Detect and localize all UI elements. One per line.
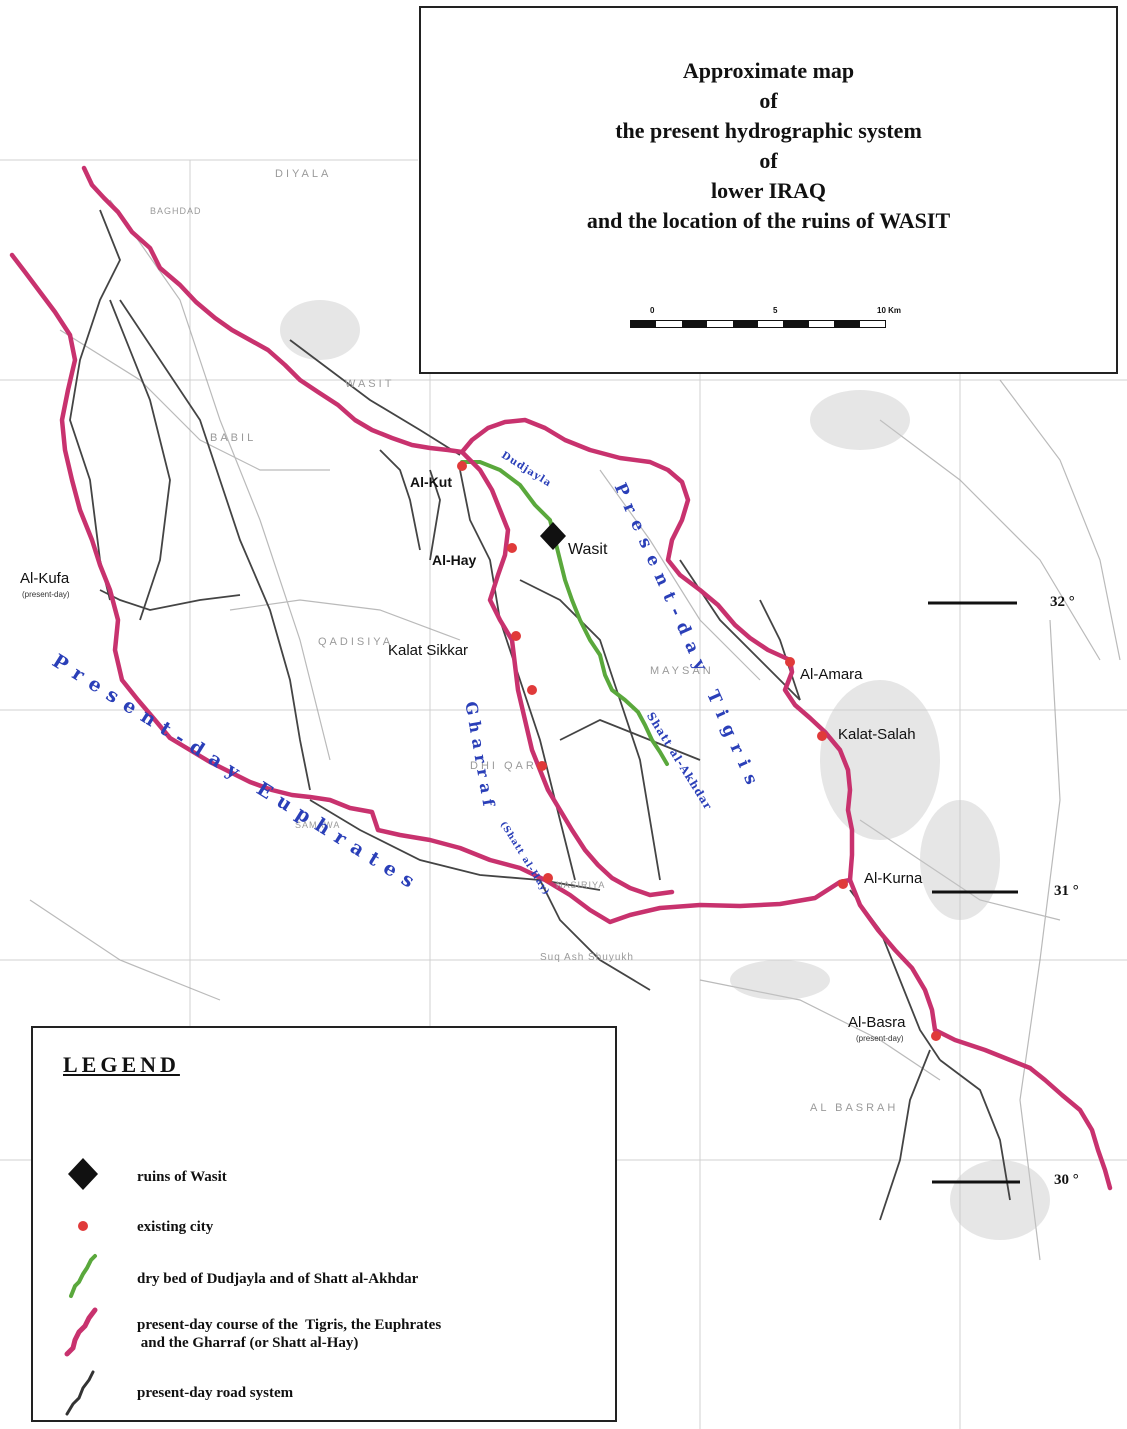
city-note-al-kufa: (present-day) xyxy=(22,590,70,599)
city-dot-al-amara xyxy=(785,657,795,667)
river-euphrates xyxy=(9,252,853,925)
city-label-wasit: Wasit xyxy=(568,541,608,558)
city-dot-nasiriya xyxy=(543,873,553,883)
city-label-kalat-salah: Kalat-Salah xyxy=(838,726,916,743)
legend-box: LEGEND ruins of Wasit existing city dry … xyxy=(31,1026,617,1422)
title-line-2: of xyxy=(759,88,778,113)
region-label-al-basrah: AL BASRAH xyxy=(810,1102,899,1114)
wasit-ruins-diamond xyxy=(540,522,566,550)
city-dots xyxy=(457,461,941,1041)
title-line-1: Approximate map xyxy=(682,58,855,83)
green-line-icon xyxy=(69,1254,97,1298)
region-label-baghdad: BAGHDAD xyxy=(150,206,202,216)
city-label-al-basra: Al-Basra xyxy=(848,1014,906,1031)
dry-bed-dudjayla xyxy=(460,460,669,766)
legend-label-city: existing city xyxy=(137,1219,214,1235)
background-roads-minor xyxy=(29,199,1121,1261)
scale-label-10: 10 Km xyxy=(877,306,902,315)
title-line-4: of xyxy=(759,148,778,173)
region-label-dhi-qar: DHI QAR xyxy=(470,760,537,772)
city-dot-al-kurna xyxy=(838,879,848,889)
city-label-al-kut: Al-Kut xyxy=(410,474,452,490)
title-line-3: the present hydrographic system xyxy=(615,118,922,143)
city-label-al-amara: Al-Amara xyxy=(800,666,863,683)
city-note-al-basra: (present-day) xyxy=(856,1034,904,1043)
city-label-al-hay: Al-Hay xyxy=(432,552,477,568)
river-gharraf xyxy=(459,449,675,898)
city-label-kalat-sikkar: Kalat Sikkar xyxy=(388,642,469,659)
latitude-label-30: 30 ° xyxy=(1054,1172,1079,1188)
rivers xyxy=(9,165,1113,1191)
title-line-5: lower IRAQ xyxy=(710,178,827,203)
city-dot-kalat-sikkar xyxy=(511,631,521,641)
scale-bar xyxy=(630,320,886,328)
legend-heading: LEGEND xyxy=(63,1052,180,1077)
region-label-maysan: MAYSAN xyxy=(650,665,714,677)
place-label-suq-ash-shuyukh: Suq Ash Shuyukh xyxy=(540,952,634,963)
scale-label-0: 0 xyxy=(650,306,655,315)
latitude-label-32: 32 ° xyxy=(1050,594,1075,610)
city-dot-al-hay xyxy=(507,543,517,553)
legend-label-dry-bed: dry bed of Dudjayla and of Shatt al-Akhd… xyxy=(137,1271,419,1287)
city-label-al-kurna: Al-Kurna xyxy=(864,870,923,887)
legend-label-roads: present-day road system xyxy=(137,1385,294,1401)
region-label-qadisiya: QADISIYA xyxy=(318,636,394,648)
city-dot-south-2 xyxy=(537,761,547,771)
background-grid xyxy=(0,159,1127,1429)
place-label-samawa: SAMAWA xyxy=(295,820,341,830)
diamond-icon xyxy=(68,1158,98,1190)
region-label-babil: BABIL xyxy=(210,432,257,444)
region-label-diyala: DIYALA xyxy=(275,168,332,180)
latitude-lines xyxy=(928,601,1020,1184)
scale-label-5: 5 xyxy=(773,306,778,315)
legend-label-rivers: present-day course of the Tigris, the Eu… xyxy=(137,1317,442,1351)
city-dot-al-basra xyxy=(931,1031,941,1041)
latitude-label-31: 31 ° xyxy=(1054,883,1079,899)
title-box: Approximate map of the present hydrograp… xyxy=(419,6,1118,374)
pink-line-icon xyxy=(64,1307,98,1357)
title-line-6: and the location of the ruins of WASIT xyxy=(586,208,951,233)
black-line-icon xyxy=(65,1370,95,1416)
river-tigris xyxy=(81,165,1113,1191)
city-label-al-kufa: Al-Kufa xyxy=(20,570,70,587)
region-label-wasit: WASIT xyxy=(345,378,395,390)
city-dot-al-kut xyxy=(457,461,467,471)
legend-label-ruins: ruins of Wasit xyxy=(137,1169,227,1185)
place-label-nasiriya: NASIRIYA xyxy=(556,880,606,890)
red-dot-icon xyxy=(78,1221,88,1231)
city-dot-south-1 xyxy=(527,685,537,695)
city-dot-kalat-salah xyxy=(817,731,827,741)
